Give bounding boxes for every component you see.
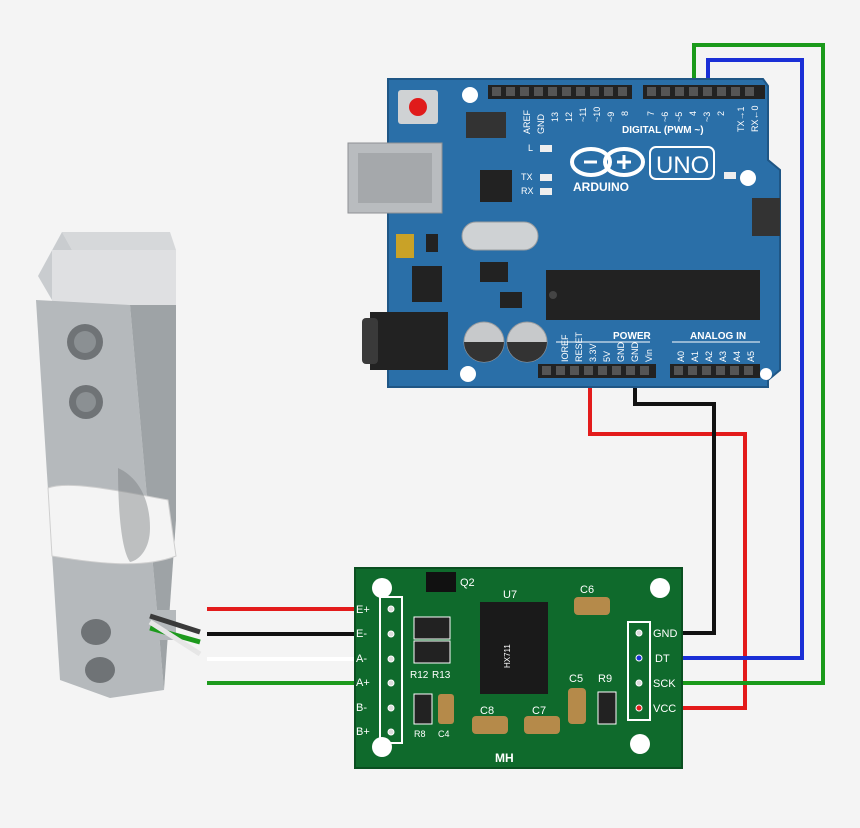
power-pin-label: 3.3V — [588, 343, 598, 362]
usb-chip — [480, 170, 512, 202]
pin-label-right: GND — [653, 628, 678, 640]
transistor-label: Q2 — [460, 577, 475, 589]
uno-model-text: UNO — [656, 152, 709, 179]
analog-pin-label: A5 — [746, 351, 756, 362]
wire-d3-dt — [657, 58, 804, 660]
power-header — [538, 364, 656, 378]
resistor-label: R12 — [410, 670, 429, 681]
cap-label: C5 — [569, 673, 583, 685]
analog-pin-labels: A0 A1 A2 A3 A4 A5 — [676, 351, 756, 362]
digital-pin-label: 13 — [550, 112, 560, 122]
hx711-chip — [480, 602, 548, 694]
arduino-logo-text: ARDUINO — [573, 180, 629, 194]
atmega-chip — [546, 270, 760, 320]
resistor-label: R9 — [598, 673, 612, 685]
wire-gnd-gnd — [633, 372, 716, 635]
left-header — [379, 596, 403, 744]
digital-pin-label: 7 — [646, 111, 656, 116]
wire-5v-vcc — [588, 372, 747, 710]
label-aref: AREF — [522, 109, 532, 134]
led-label-rx: RX — [521, 186, 534, 196]
power-pin-label: GND — [616, 342, 626, 363]
digital-pin-label: ~9 — [606, 112, 616, 122]
hx711-module: J1 E+ E- A- A+ B- B+ Q2 U7 HX711 C6 C8 C… — [354, 567, 683, 769]
cap-label: C8 — [480, 705, 494, 717]
digital-pin-label: ~5 — [674, 112, 684, 122]
digital-pin-label: ~11 — [578, 107, 588, 122]
led-label-tx: TX — [521, 172, 533, 182]
pin-label-left: B+ — [356, 726, 370, 738]
connector-j1-label: J1 — [379, 582, 391, 594]
pin-label-left: A+ — [356, 677, 370, 689]
resistor-label: R13 — [432, 670, 451, 681]
pin-label-left: E+ — [356, 604, 370, 616]
maker-label: MH — [495, 751, 514, 765]
cap-label: C4 — [438, 729, 450, 739]
infinity-plus-minus-icon — [570, 147, 645, 177]
arduino-uno-board: AREF GND 13 12 ~11 ~10 ~9 8 7 ~6 ~5 4 ~3… — [347, 78, 781, 388]
power-pin-label: GND — [630, 342, 640, 363]
icsp-header-right — [752, 198, 780, 236]
analog-pin-label: A3 — [718, 351, 728, 362]
chip-marking: HX711 — [503, 644, 512, 668]
power-pin-label: 5V — [602, 351, 612, 362]
pin-label-right: DT — [655, 653, 670, 665]
analog-pin-label: A1 — [690, 351, 700, 362]
cap-label: C7 — [532, 705, 546, 717]
label-gnd-digital: GND — [536, 114, 546, 135]
led-label-on: ON — [742, 172, 756, 182]
analog-header-label: ANALOG IN — [690, 331, 746, 342]
digital-pin-label: ~10 — [592, 107, 602, 122]
pin-label-left: E- — [356, 628, 367, 640]
digital-pin-label: ~6 — [660, 112, 670, 122]
power-pin-label: RESET — [574, 331, 584, 362]
led-label-l: L — [528, 143, 533, 153]
uno-to-hx711-wires — [588, 43, 825, 710]
label-digital-pwm: DIGITAL (PWM ~) — [622, 125, 704, 136]
transistor-q2 — [426, 572, 456, 592]
resistor-label: R8 — [414, 729, 426, 739]
pin-label-right: VCC — [653, 703, 676, 715]
digital-pin-label: 2 — [716, 111, 726, 116]
analog-pin-label: A0 — [676, 351, 686, 362]
left-pin-labels: E+ E- A- A+ B- B+ — [356, 604, 370, 738]
analog-pin-label: A2 — [704, 351, 714, 362]
crystal — [461, 221, 539, 251]
pin-label-right: SCK — [653, 678, 676, 690]
icsp-header-top — [466, 112, 506, 138]
power-pin-label: IOREF — [560, 334, 570, 362]
right-pin-labels: GND DT SCK VCC — [653, 628, 678, 715]
digital-pin-label: 8 — [620, 111, 630, 116]
digital-pin-labels: 13 12 ~11 ~10 ~9 8 7 ~6 ~5 4 ~3 2 TX→1 R… — [550, 105, 760, 132]
digital-pin-label: TX→1 — [736, 106, 746, 132]
chip-label: U7 — [503, 589, 517, 601]
pin-label-left: B- — [356, 702, 367, 714]
pin-label-left: A- — [356, 653, 367, 665]
load-cell — [36, 232, 202, 698]
analog-pin-label: A4 — [732, 351, 742, 362]
cap-label: C6 — [580, 584, 594, 596]
wire-d2-sck — [657, 43, 825, 685]
power-jack — [370, 312, 448, 370]
digital-pin-label: 4 — [688, 111, 698, 116]
digital-pin-label: 12 — [564, 112, 574, 122]
digital-pin-label: ~3 — [702, 112, 712, 122]
power-header-label: POWER — [613, 331, 652, 342]
digital-pin-label: RX←0 — [750, 105, 760, 132]
power-pin-label: Vin — [644, 349, 654, 362]
power-pin-labels: IOREF RESET 3.3V 5V GND GND Vin — [560, 331, 654, 362]
right-header — [627, 621, 651, 721]
